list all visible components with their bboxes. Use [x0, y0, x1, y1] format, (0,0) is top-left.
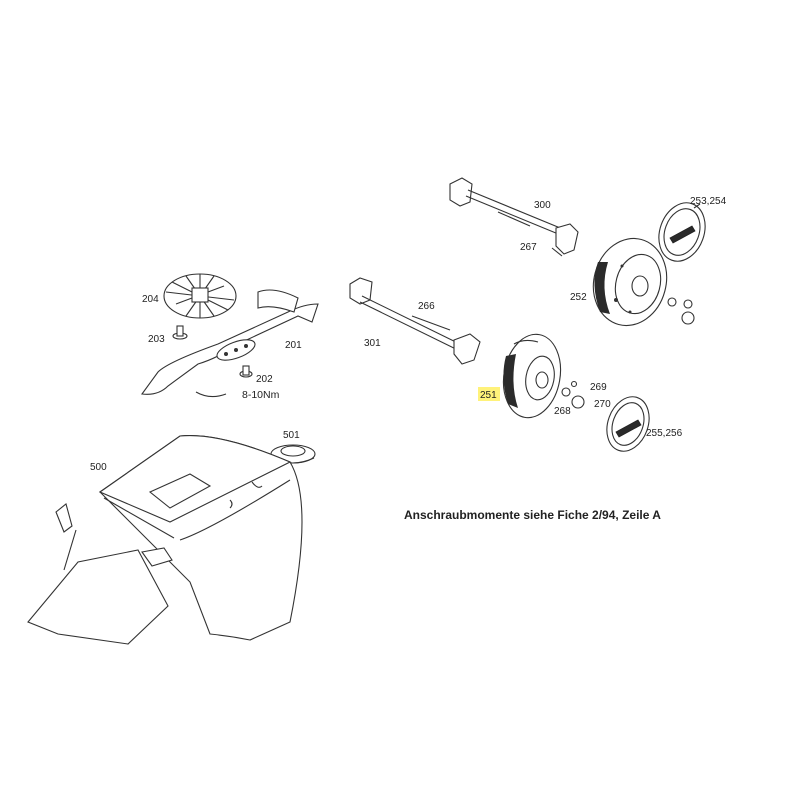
- fan-204: [163, 273, 237, 319]
- label-268: 268: [554, 406, 571, 417]
- label-501: 501: [283, 430, 300, 441]
- label-269: 269: [590, 382, 607, 393]
- blade-201: [141, 289, 319, 398]
- label-252: 252: [570, 292, 587, 303]
- label-270: 270: [594, 399, 611, 410]
- front-wheel-251: [502, 333, 585, 419]
- label-torque: 8-10Nm: [242, 389, 280, 401]
- rear-wheel-252: [592, 237, 695, 327]
- label-251: 251: [480, 390, 497, 401]
- grass-catcher-500: [27, 435, 303, 645]
- front-axle-301: [349, 277, 481, 365]
- label-300: 300: [534, 200, 551, 211]
- label-203: 203: [148, 334, 165, 345]
- bolt-203: [172, 325, 188, 340]
- label-202: 202: [256, 374, 273, 385]
- label-267: 267: [520, 242, 537, 253]
- label-500: 500: [90, 462, 107, 473]
- label-253-254: 253,254: [690, 196, 727, 207]
- label-201: 201: [285, 340, 302, 351]
- rear-axle-300: [449, 177, 579, 257]
- torque-note: Anschraubmomente siehe Fiche 2/94, Zeile…: [404, 508, 661, 522]
- label-301: 301: [364, 338, 381, 349]
- bolt-202: [239, 365, 253, 378]
- hubcap-253-254: [658, 202, 706, 262]
- label-255-256: 255,256: [646, 428, 683, 439]
- label-266: 266: [418, 301, 435, 312]
- label-204: 204: [142, 294, 159, 305]
- hubcap-255-256: [606, 396, 650, 452]
- highlight-251: [478, 387, 500, 401]
